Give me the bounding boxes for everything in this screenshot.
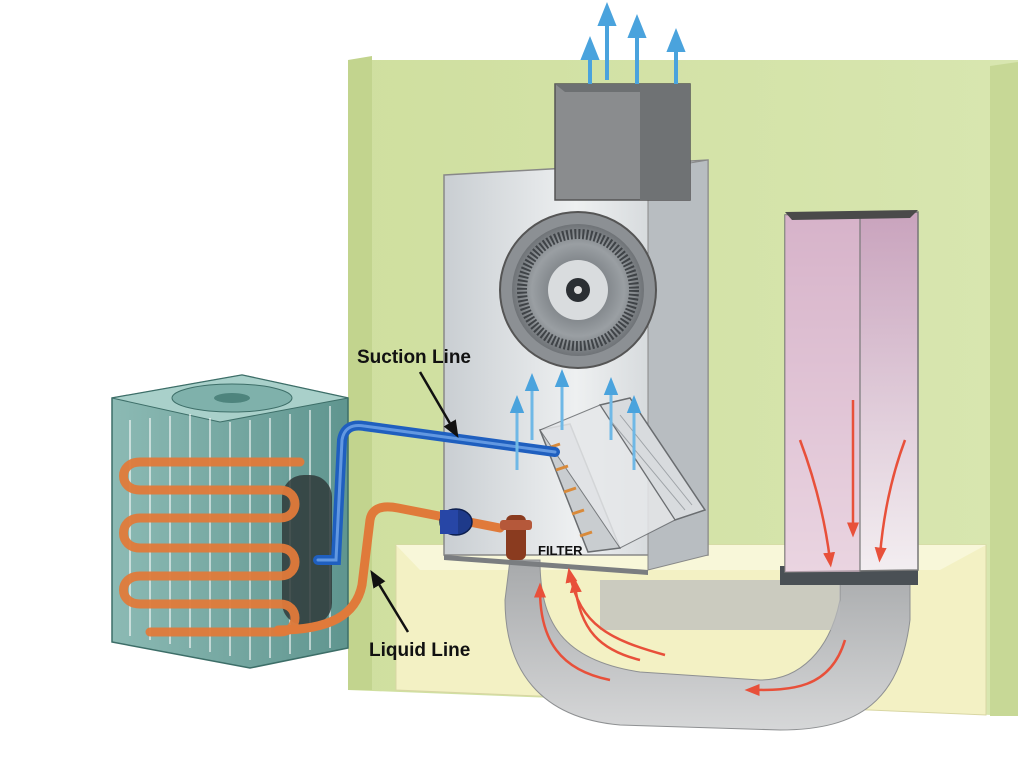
return-air-arrows — [534, 400, 907, 696]
expansion-valve-icon — [500, 515, 532, 560]
evaporator-coil — [538, 397, 707, 553]
return-air-duct — [784, 210, 919, 573]
suction-line-pointer — [418, 371, 459, 439]
filter-drier-icon — [439, 508, 473, 536]
condenser-fan-icon — [171, 383, 293, 413]
supply-air-arrows — [580, 2, 686, 84]
filter-label: FILTER — [538, 543, 583, 558]
cool-air-arrows — [509, 369, 642, 470]
liquid-line-pointer — [370, 570, 410, 633]
liquid-line-label: Liquid Line — [369, 640, 470, 661]
condenser-unit — [111, 374, 349, 669]
suction-line-label: Suction Line — [357, 347, 471, 368]
liquid-line-tube — [273, 502, 505, 635]
blower-wheel-icon — [499, 211, 657, 369]
